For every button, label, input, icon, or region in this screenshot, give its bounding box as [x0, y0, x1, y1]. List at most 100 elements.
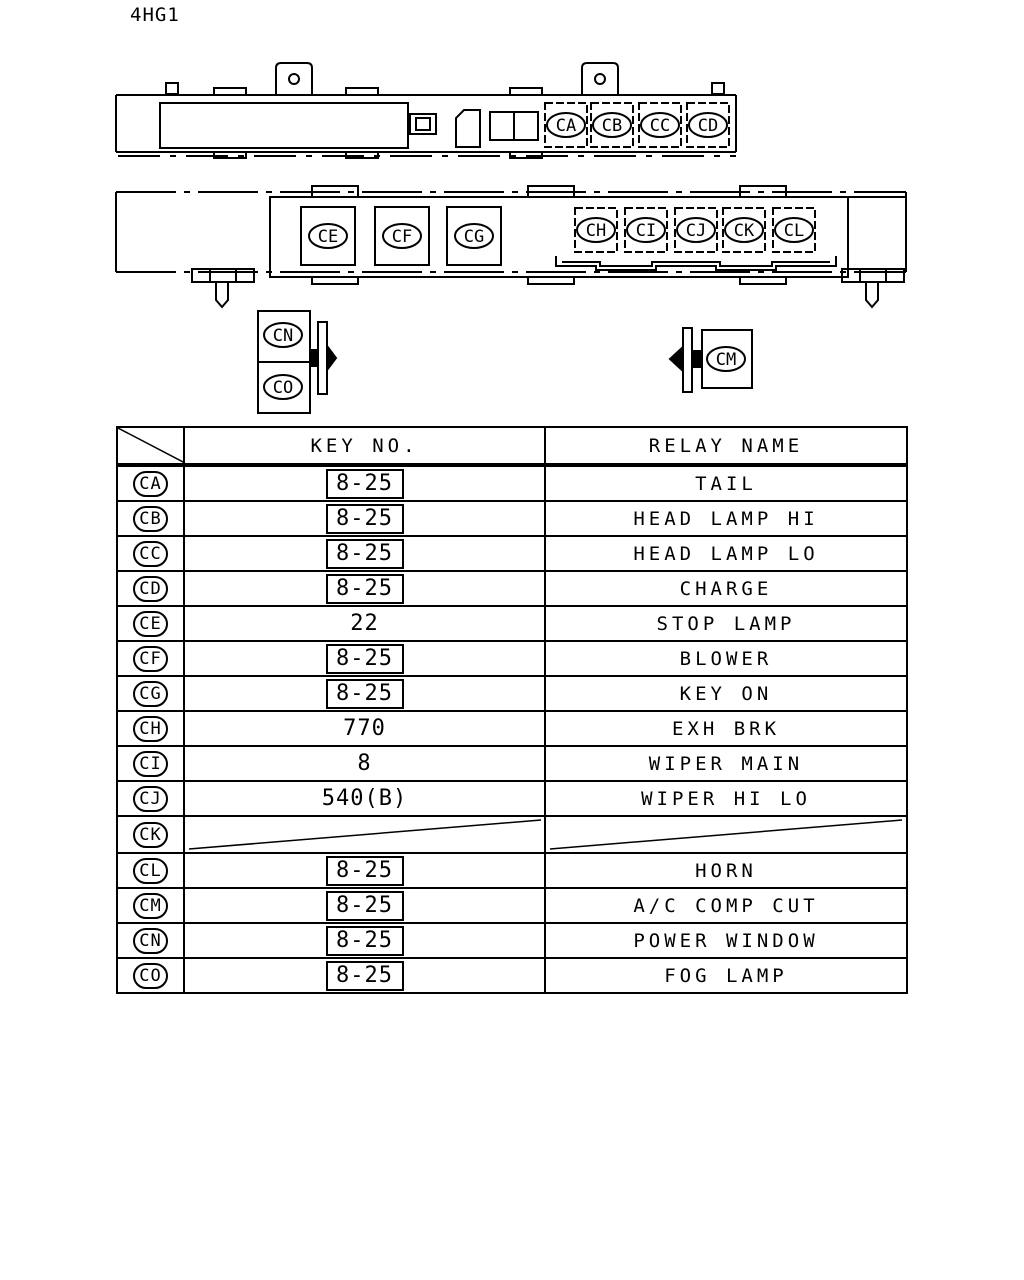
relay-code-cell: CO	[116, 957, 185, 994]
relay-cg: CG	[446, 206, 502, 266]
relay-name-cell	[544, 815, 908, 854]
relay-code-badge: CK	[133, 821, 168, 848]
relay-code-badge: CH	[133, 715, 168, 742]
relay-code-cell: CH	[116, 710, 185, 747]
key-no-cell: 770	[183, 710, 546, 747]
header-key-no: KEY NO.	[183, 426, 546, 467]
relay-code-badge: CN	[133, 927, 168, 954]
key-no-value: 8-25	[325, 643, 404, 674]
relay-name-value: FOG LAMP	[664, 964, 788, 987]
key-no-cell: 8-25	[183, 535, 546, 572]
svg-text:CJ: CJ	[686, 221, 706, 241]
relay-name-cell: A/C COMP CUT	[544, 887, 908, 924]
relay-cd: CD	[686, 102, 730, 148]
relay-cc: CC	[638, 102, 682, 148]
relay-code-cell: CM	[116, 887, 185, 924]
relay-name-cell: KEY ON	[544, 675, 908, 712]
relay-name-value: TAIL	[695, 472, 757, 495]
svg-text:CB: CB	[602, 116, 622, 136]
key-no-value: 8-25	[325, 890, 404, 921]
relay-name-cell: TAIL	[544, 464, 908, 502]
relay-name-value: WIPER HI LO	[641, 787, 811, 810]
page-title: 4HG1	[130, 4, 180, 26]
key-no-cell: 8-25	[183, 464, 546, 502]
key-no-value: 8-25	[325, 538, 404, 569]
relay-code-badge: CF	[133, 645, 168, 672]
relay-cb: CB	[590, 102, 634, 148]
key-no-cell: 8-25	[183, 570, 546, 607]
relay-name-value: HEAD LAMP LO	[633, 542, 819, 565]
table-row: CO 8-25 FOG LAMP	[116, 957, 908, 994]
relay-code-cell: CF	[116, 640, 185, 677]
table-row: CM 8-25 A/C COMP CUT	[116, 887, 908, 924]
relay-ck: CK	[722, 207, 766, 253]
relay-code-cell: CD	[116, 570, 185, 607]
svg-text:CK: CK	[734, 221, 755, 241]
middle-relay-box	[115, 185, 907, 309]
relay-name-value: CHARGE	[679, 577, 773, 600]
key-no-value: 8-25	[325, 925, 404, 956]
relay-name-cell: CHARGE	[544, 570, 908, 607]
table-row: CL 8-25 HORN	[116, 852, 908, 889]
relay-name-cell: POWER WINDOW	[544, 922, 908, 959]
relay-code-cell: CK	[116, 815, 185, 854]
key-no-value: 8-25	[325, 678, 404, 709]
svg-text:CN: CN	[273, 326, 293, 346]
relay-name-value: KEY ON	[679, 682, 773, 705]
key-no-cell: 540(B)	[183, 780, 546, 817]
relay-name-cell: EXH BRK	[544, 710, 908, 747]
relay-name-cell: HORN	[544, 852, 908, 889]
table-row: CB 8-25 HEAD LAMP HI	[116, 500, 908, 537]
relay-code-badge: CC	[133, 540, 168, 567]
relay-code-cell: CJ	[116, 780, 185, 817]
relay-code-cell: CG	[116, 675, 185, 712]
side-relay-modules	[257, 310, 753, 414]
relay-code-badge: CL	[133, 857, 168, 884]
relay-ci: CI	[624, 207, 668, 253]
key-no-cell: 8-25	[183, 887, 546, 924]
relay-code-cell: CC	[116, 535, 185, 572]
relay-code-badge: CI	[133, 750, 168, 777]
relay-code-cell: CE	[116, 605, 185, 642]
relay-name-value: HEAD LAMP HI	[633, 507, 819, 530]
table-row: CN 8-25 POWER WINDOW	[116, 922, 908, 959]
relay-code-cell: CI	[116, 745, 185, 782]
key-no-cell: 8-25	[183, 852, 546, 889]
svg-text:CC: CC	[650, 116, 670, 136]
key-no-value: 770	[343, 716, 386, 741]
relay-cn: CN	[263, 322, 303, 348]
relay-name-cell: FOG LAMP	[544, 957, 908, 994]
relay-name-value: A/C COMP CUT	[633, 894, 819, 917]
svg-text:CF: CF	[392, 227, 412, 247]
svg-text:CA: CA	[556, 116, 576, 136]
svg-text:CI: CI	[636, 221, 656, 241]
svg-text:CM: CM	[716, 350, 736, 370]
table-row: CG 8-25 KEY ON	[116, 675, 908, 712]
relay-code-badge: CO	[133, 962, 168, 989]
relay-cm: CM	[706, 346, 746, 372]
key-no-cell: 8-25	[183, 675, 546, 712]
relay-code-badge: CJ	[133, 785, 168, 812]
svg-text:CH: CH	[586, 221, 606, 241]
key-no-value: 540(B)	[321, 786, 408, 811]
key-no-cell: 8-25	[183, 640, 546, 677]
key-no-cell: 22	[183, 605, 546, 642]
key-no-cell: 8	[183, 745, 546, 782]
relay-name-value: HORN	[695, 859, 757, 882]
key-no-value: 8-25	[325, 960, 404, 991]
svg-text:CL: CL	[784, 221, 804, 241]
relay-name-cell: HEAD LAMP HI	[544, 500, 908, 537]
key-no-cell: 8-25	[183, 500, 546, 537]
relay-ce: CE	[300, 206, 356, 266]
key-no-cell: 8-25	[183, 922, 546, 959]
table-row: CK	[116, 815, 908, 854]
relay-code-badge: CE	[133, 610, 168, 637]
relay-code-cell: CN	[116, 922, 185, 959]
relay-cf: CF	[374, 206, 430, 266]
key-no-value: 8-25	[325, 468, 404, 499]
relay-code-badge: CB	[133, 505, 168, 532]
key-no-value: 8-25	[325, 855, 404, 886]
